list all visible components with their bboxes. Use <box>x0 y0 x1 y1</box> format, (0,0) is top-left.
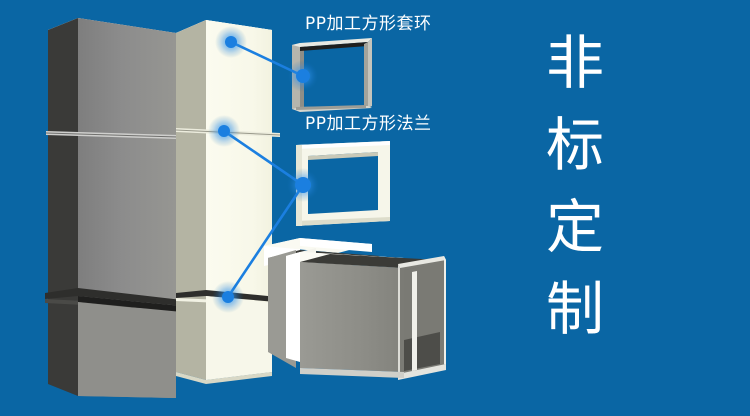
duct-body-left-face <box>300 262 404 372</box>
product-square-ring <box>292 38 372 112</box>
ring-rail-bottom-inner <box>296 105 366 110</box>
flange-inner-cutout <box>308 152 378 214</box>
duct-rim-left <box>398 264 400 378</box>
duct-interior-back <box>404 263 440 340</box>
flange-inner-top-shade <box>308 152 378 160</box>
column-gray-flange-mid-edge <box>45 132 179 138</box>
flange-bottom-shade <box>296 217 390 226</box>
duct-rim-bottom <box>398 364 446 380</box>
headline-char-1: 标 <box>545 111 606 179</box>
column-gray-flange-low-shadow <box>78 296 182 312</box>
ring-rail-right <box>368 38 372 108</box>
duct-flange-mid-left <box>286 252 300 362</box>
product-square-flange <box>296 141 390 226</box>
column-gray-lower-band <box>78 302 176 398</box>
dot-ring[interactable] <box>296 69 310 83</box>
duct-rim-top <box>398 256 446 268</box>
dot-column-top[interactable] <box>225 36 237 48</box>
dot-flange[interactable] <box>295 177 311 193</box>
duct-rim-right <box>444 256 446 366</box>
column-gray-left-face <box>48 18 78 396</box>
callout-dots <box>208 26 320 313</box>
duct-stiffener-bar <box>412 271 417 371</box>
connector-line-flange-lower <box>226 184 305 298</box>
headline-char-2: 定 <box>545 193 606 261</box>
column-cream-bottom <box>176 372 272 384</box>
ring-rail-top <box>292 38 372 47</box>
callout-label-flange: PP加工方形法兰 <box>305 114 432 134</box>
callout-label-ring: PP加工方形套环 <box>305 14 432 34</box>
headline-vertical: 非 标 定 制 <box>528 22 624 350</box>
flange-top-highlight <box>296 141 390 149</box>
column-cream-left-face <box>176 20 206 380</box>
column-cream-lower-band <box>206 296 272 380</box>
dot-column-low[interactable] <box>222 291 234 303</box>
ring-rail-top-inner <box>300 42 368 51</box>
headline-char-3: 制 <box>545 275 606 343</box>
ring-rail-right-shade <box>364 42 368 108</box>
headline-char-0: 非 <box>545 29 606 97</box>
product-duct <box>264 238 446 380</box>
dot-column-mid[interactable] <box>218 125 230 137</box>
column-gray-flange-low-top <box>45 288 182 306</box>
duct-bottom-edge <box>300 368 404 378</box>
product-column-gray <box>45 18 182 398</box>
duct-flange-rear-plate <box>300 238 372 252</box>
